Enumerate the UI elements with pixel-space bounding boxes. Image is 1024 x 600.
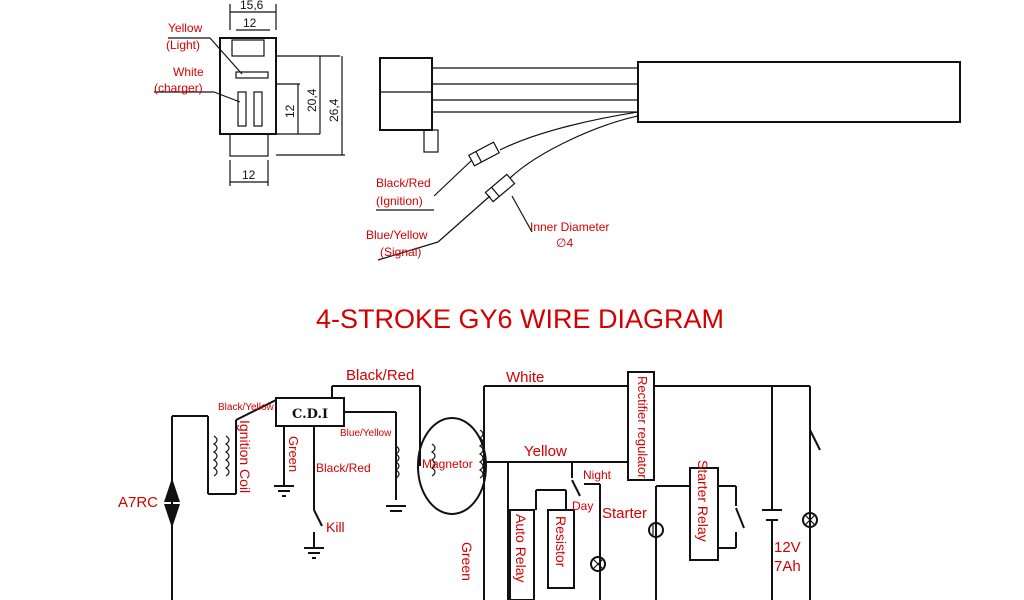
connector-terminal-yellow (235, 71, 269, 79)
dim-top-outer: 15,6 (240, 0, 264, 12)
leader-underline (377, 241, 439, 261)
label-diameter-value: ∅4 (556, 236, 573, 250)
label-black-red-sub: (Ignition) (376, 194, 423, 208)
magnetor (417, 417, 487, 515)
label-black-red: Black/Red (376, 176, 431, 190)
connector-top-tab (231, 39, 265, 57)
label-resistor: Resistor (553, 516, 569, 568)
harness-plug (379, 57, 433, 131)
dim-h1: 12 (283, 104, 297, 118)
label-battery-voltage: 12V (774, 539, 801, 556)
harness-sleeve (637, 61, 961, 123)
label-blue-yellow-sub: (Signal) (380, 245, 421, 259)
connector-terminal-white-1 (237, 91, 247, 127)
night-day-switch (571, 479, 581, 497)
label-white-sub: (charger) (154, 81, 203, 95)
label-green-bottom: Green (459, 542, 475, 581)
dim-top-inner: 12 (243, 16, 257, 30)
harness-terminal-1 (468, 141, 500, 167)
label-yellow-sub: (Light) (166, 38, 200, 52)
dim-bottom: 12 (242, 168, 256, 182)
label-night: Night (583, 468, 612, 482)
coil-to-cdi (235, 399, 277, 421)
leader-black-red (433, 159, 473, 197)
right-switch (809, 429, 821, 451)
label-magnetor: Magnetor (422, 457, 473, 471)
auto-relay (509, 509, 535, 600)
starter-relay (689, 467, 719, 561)
dim-h3: 26,4 (327, 98, 341, 122)
starter-button-icon (648, 522, 664, 538)
coil-winding-primary (212, 435, 218, 477)
diagram-title: 4-STROKE GY6 WIRE DIAGRAM (316, 304, 724, 334)
label-a7rc: A7RC (118, 494, 158, 511)
spark-plug-lower (164, 504, 180, 528)
lamp-icon (590, 556, 606, 572)
label-inner-diameter: Inner Diameter (530, 220, 609, 234)
label-black-red-mid: Black/Red (316, 461, 371, 475)
leader-inner-diameter (511, 195, 533, 233)
label-blue-yellow-wire: Blue/Yellow (340, 428, 392, 439)
pickup-coil (394, 445, 400, 479)
dim-h2: 20,4 (305, 88, 319, 112)
leader-blue-yellow (437, 195, 491, 243)
spark-plug-upper (164, 478, 180, 502)
lamp-icon-cross (592, 558, 604, 570)
label-black-yellow: Black/Yellow (218, 402, 275, 413)
coil-winding-secondary (224, 435, 230, 477)
label-auto-relay: Auto Relay (513, 514, 529, 582)
leader-yellow (209, 37, 243, 75)
label-yellow: Yellow (168, 21, 203, 35)
connector-drawing: 15,6 12 12 20,4 26,4 12 Yellow (Light) (154, 0, 345, 186)
label-rectifier: Rectifier regulator (635, 376, 650, 479)
label-starter-relay: Starter Relay (695, 460, 711, 542)
leader-white (213, 91, 241, 103)
harness-branch-2 (509, 115, 639, 179)
label-cdi: C.D.I (292, 407, 328, 422)
wiring-schematic: A7RC Ignition Coil Black/Yellow C.D.I Gr… (118, 367, 821, 600)
connector-body (219, 37, 277, 135)
label-starter: Starter (602, 505, 647, 522)
magnetor-coil-right (478, 429, 484, 479)
label-ignition-coil: Ignition Coil (237, 420, 253, 493)
label-white: White (173, 65, 204, 79)
relay-contact (735, 507, 745, 529)
harness-plug-pin (423, 129, 439, 153)
label-white-wire: White (506, 369, 544, 386)
label-day: Day (572, 499, 593, 513)
label-kill: Kill (326, 519, 345, 535)
harness-drawing: Black/Red (Ignition) Blue/Yellow (Signal… (366, 57, 961, 261)
label-black-red-top: Black/Red (346, 367, 414, 384)
harness-branch-1 (499, 111, 639, 151)
label-green-left: Green (286, 436, 301, 472)
rectifier-regulator (627, 371, 655, 481)
connector-bottom-tab (229, 133, 269, 157)
harness-terminal-2 (484, 173, 516, 203)
lamp-icon-cross (804, 514, 816, 526)
label-yellow-wire: Yellow (524, 443, 567, 460)
magnetor-coil-left (430, 443, 436, 477)
connector-terminal-white-2 (253, 91, 263, 127)
label-battery-capacity: 7Ah (774, 558, 801, 575)
lamp-icon-right (802, 512, 818, 528)
resistor (547, 509, 575, 589)
kill-switch-contact (313, 509, 323, 527)
label-blue-yellow: Blue/Yellow (366, 228, 428, 242)
